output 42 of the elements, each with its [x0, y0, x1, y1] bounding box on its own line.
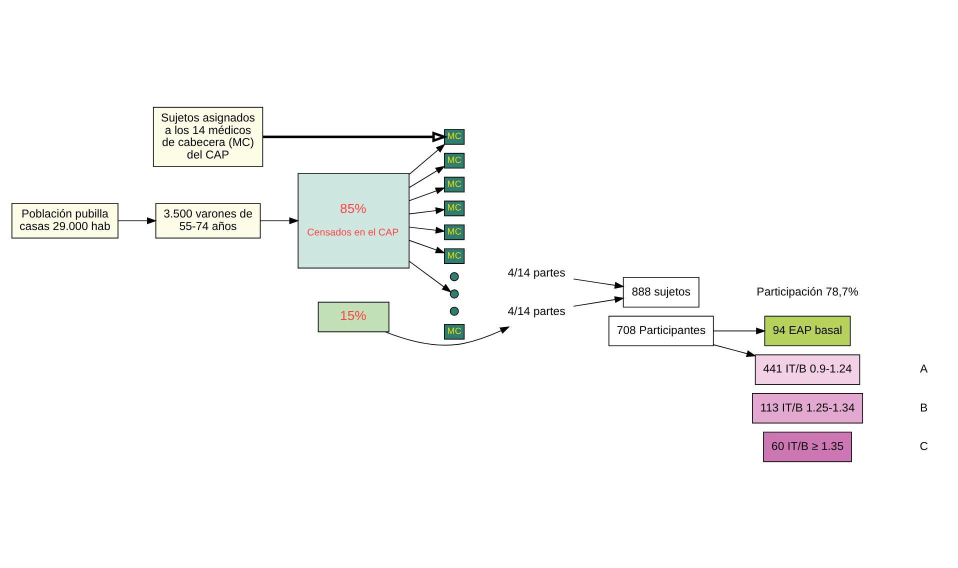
node-circle: [450, 306, 459, 316]
node-box: MC: [444, 248, 465, 264]
arrow: [408, 206, 446, 214]
arrow: [118, 216, 157, 224]
arrow: [408, 239, 446, 253]
arrow: [262, 130, 448, 142]
node-box: MC: [444, 152, 465, 168]
node-box: 441 IT/B 0.9-1.24: [754, 354, 860, 384]
node-box: 15%: [318, 301, 390, 332]
node-box: 3.500 varones de 55-74 años: [155, 202, 261, 238]
node-text: 4/14 partes: [508, 266, 566, 279]
arrow: [408, 165, 446, 188]
node-text: 4/14 partes: [508, 306, 566, 318]
label: B: [920, 402, 928, 414]
arrow: [384, 326, 510, 345]
arrow: [408, 260, 452, 292]
label: Participación 78,7%: [756, 286, 858, 298]
node-box: MC: [444, 323, 465, 340]
arrow: [573, 278, 625, 288]
node-box: 888 sujetos: [622, 276, 700, 308]
node-box: MC: [444, 200, 465, 216]
node-box: 94 EAP basal: [764, 315, 851, 346]
node-box: MC: [444, 224, 465, 240]
node-box: 708 Participantes: [608, 315, 714, 346]
node-box: MC: [444, 176, 465, 192]
arrow: [260, 216, 300, 224]
arrow: [713, 344, 756, 356]
arrow: [408, 143, 446, 174]
arrow: [713, 327, 766, 334]
node-box: Sujetos asignados a los 14 médicos de cabecera (MC) del CAP: [152, 106, 264, 166]
node-circle: [450, 288, 459, 298]
node-circle: [450, 272, 459, 281]
node-box: 113 IT/B 1.25-1.34: [752, 392, 864, 423]
arrow: [573, 296, 625, 306]
node-box: MC: [444, 128, 465, 144]
node-box: 60 IT/B ≥ 1.35: [763, 431, 852, 462]
label: C: [920, 440, 928, 452]
arrow: [408, 187, 446, 201]
node-box: 85% Censados en el CAP: [298, 172, 410, 268]
node-box: Población pubilla casas 29.000 hab: [12, 202, 118, 238]
label: A: [920, 363, 928, 376]
arrow: [408, 226, 446, 234]
